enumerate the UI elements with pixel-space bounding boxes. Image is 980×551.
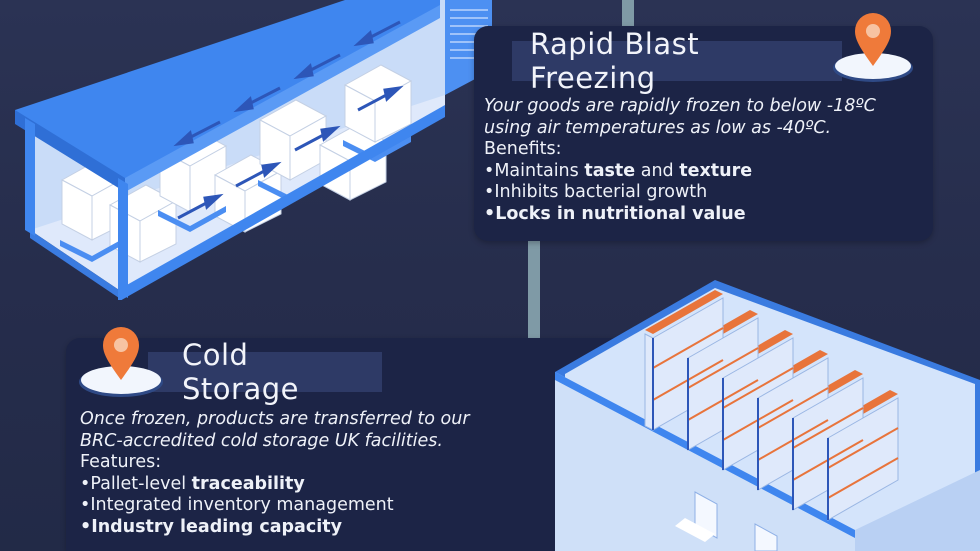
- storage-list-heading: Features:: [80, 452, 162, 472]
- feature-text: Pallet-level: [90, 473, 192, 494]
- bullet: •: [80, 516, 92, 537]
- benefit-bold-taste: taste: [584, 160, 636, 181]
- connector-top: [622, 0, 634, 26]
- storage-intro-line-2: BRC-accredited cold storage UK facilitie…: [80, 430, 443, 451]
- freezing-benefit-2: •Inhibits bacterial growth: [484, 182, 876, 204]
- benefit-bold-text: Locks in nutritional value: [495, 203, 746, 224]
- cold-storage-text: Once frozen, products are transferred to…: [80, 409, 470, 538]
- bullet: •: [80, 495, 91, 515]
- bullet: •: [80, 473, 91, 494]
- benefit-text: and: [635, 160, 680, 181]
- freezing-intro-line-2: using air temperatures as low as -40ºC.: [484, 117, 832, 138]
- benefit-bold-texture: texture: [679, 160, 753, 181]
- feature-bold-traceability: traceability: [191, 473, 305, 494]
- storage-intro-line-1: Once frozen, products are transferred to…: [80, 409, 470, 429]
- rapid-blast-freezing-title: Rapid Blast Freezing: [512, 27, 842, 95]
- blast-freezer-container-illustration: [15, 0, 492, 300]
- feature-text: Integrated inventory management: [90, 495, 394, 515]
- bullet: •: [484, 160, 495, 181]
- freezing-benefit-3: •Locks in nutritional value: [484, 204, 876, 226]
- bullet: •: [484, 203, 496, 224]
- connector-middle: [528, 241, 540, 339]
- rapid-blast-freezing-text: Your goods are rapidly frozen to below -…: [484, 96, 876, 225]
- storage-feature-2: •Integrated inventory management: [80, 495, 470, 517]
- benefit-text: Inhibits bacterial growth: [494, 182, 708, 202]
- benefit-text: Maintains: [494, 160, 585, 181]
- feature-bold-text: Industry leading capacity: [91, 516, 342, 537]
- bullet: •: [484, 182, 495, 202]
- location-pin-icon: [833, 13, 913, 82]
- cold-storage-title: Cold Storage: [148, 338, 382, 406]
- storage-feature-3: •Industry leading capacity: [80, 517, 470, 539]
- location-pin-icon: [79, 327, 163, 397]
- freezing-benefit-1: •Maintains taste and texture: [484, 161, 876, 183]
- cold-storage-warehouse-illustration: [555, 280, 980, 551]
- freezing-intro-line-1: Your goods are rapidly frozen to below -…: [484, 96, 876, 116]
- freezing-list-heading: Benefits:: [484, 139, 562, 159]
- storage-feature-1: •Pallet-level traceability: [80, 474, 470, 496]
